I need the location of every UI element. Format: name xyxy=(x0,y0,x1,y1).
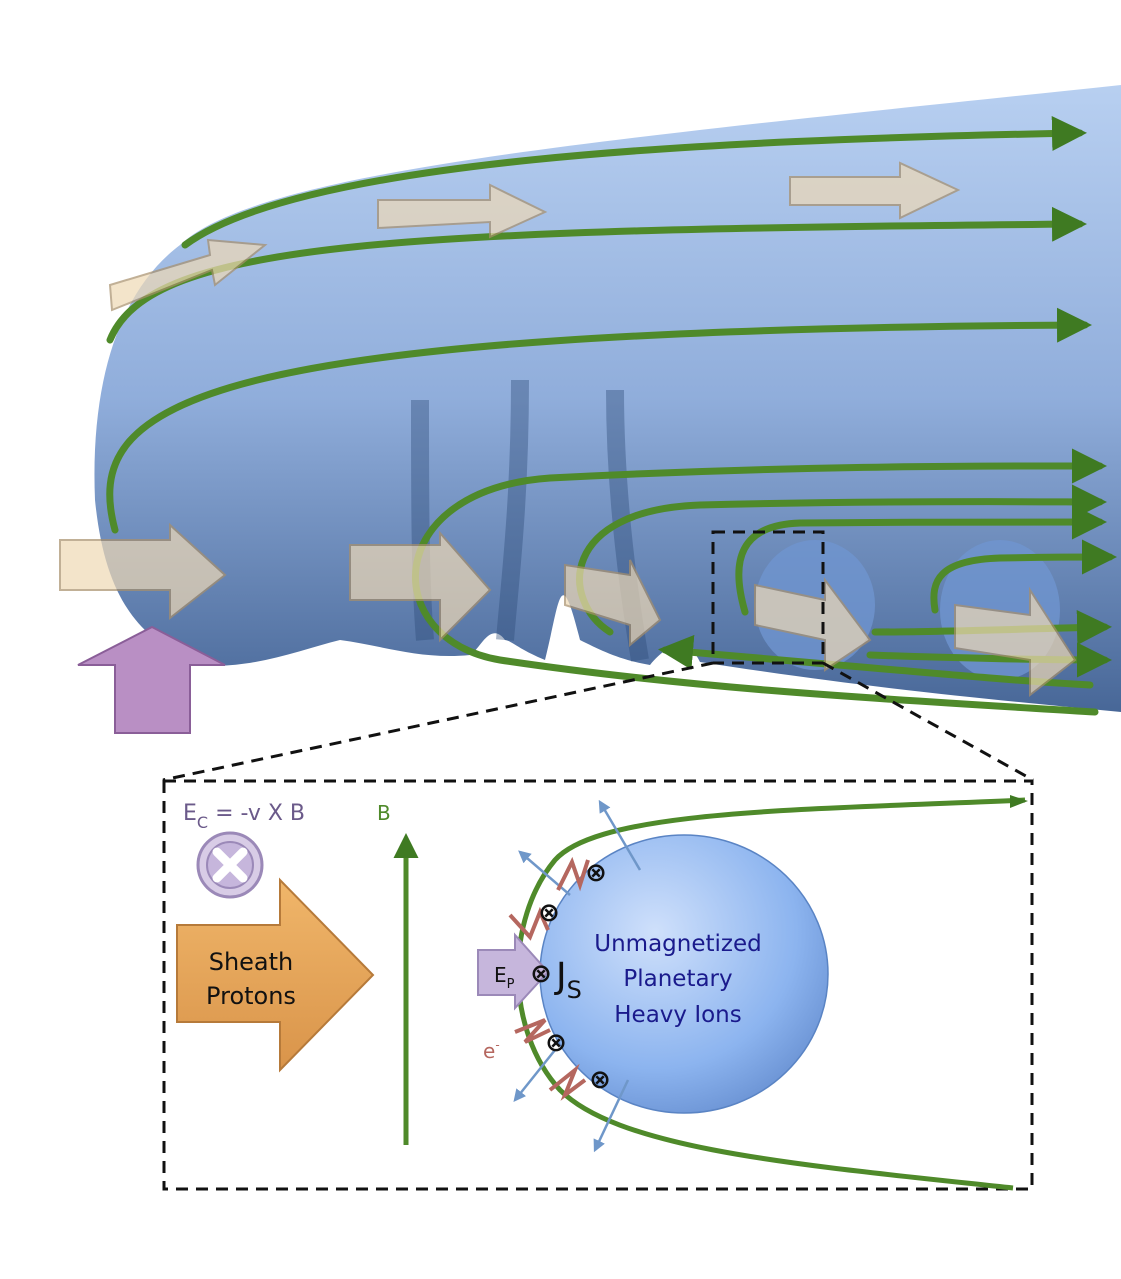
flow-arrow xyxy=(349,530,492,643)
svg-text:⊗: ⊗ xyxy=(585,858,607,888)
electron-gyration-symbols xyxy=(508,856,590,1101)
current-into-page-symbols: ⊗ ⊗ ⊗ ⊗ xyxy=(538,858,611,1095)
flow-arrow xyxy=(377,183,548,239)
flow-arrow xyxy=(108,238,268,312)
ion-pickup-arrows xyxy=(513,799,642,1153)
ep-label: EP xyxy=(494,963,515,992)
js-label: JS xyxy=(554,956,582,1004)
js-into-page-symbol: ⊗ xyxy=(530,959,552,989)
sheath-label-2: Protons xyxy=(206,982,296,1010)
field-line xyxy=(181,116,1087,249)
ions-label-3: Heavy Ions xyxy=(614,1002,742,1028)
svg-text:⊗: ⊗ xyxy=(589,1065,611,1095)
into-page-symbol-large xyxy=(196,831,264,899)
field-line xyxy=(735,504,1107,616)
draped-field-arrowhead xyxy=(1010,795,1028,808)
flow-arrow xyxy=(954,586,1077,698)
inset: EC = -v X B Sheath Protons B ⊗ ⊗ xyxy=(176,795,1028,1191)
zoom-indicator xyxy=(162,530,1034,1191)
field-line xyxy=(930,539,1117,614)
ep-arrow xyxy=(477,932,550,1011)
field-line xyxy=(866,642,1112,678)
field-line xyxy=(106,206,1087,344)
upward-arrow xyxy=(77,625,226,734)
flow-arrow xyxy=(789,161,961,220)
b-field-label: B xyxy=(377,801,391,825)
field-lines xyxy=(106,116,1117,716)
field-line xyxy=(658,634,1094,689)
flow-arrows xyxy=(59,161,1077,698)
flow-arrow xyxy=(564,559,662,648)
sheath-label-1: Sheath xyxy=(209,948,294,976)
ec-label: EC = -v X B xyxy=(183,801,305,832)
svg-text:⊗: ⊗ xyxy=(538,898,560,928)
electron-label: e- xyxy=(483,1038,500,1063)
inset-box xyxy=(162,779,1034,1191)
sheath-protons-arrow xyxy=(176,877,375,1073)
ions-label-2: Planetary xyxy=(623,966,732,992)
svg-text:⊗: ⊗ xyxy=(545,1028,567,1058)
flow-arrow xyxy=(59,522,227,621)
flow-arrow xyxy=(754,577,872,672)
ions-label-1: Unmagnetized xyxy=(594,931,761,957)
field-line xyxy=(106,307,1092,534)
